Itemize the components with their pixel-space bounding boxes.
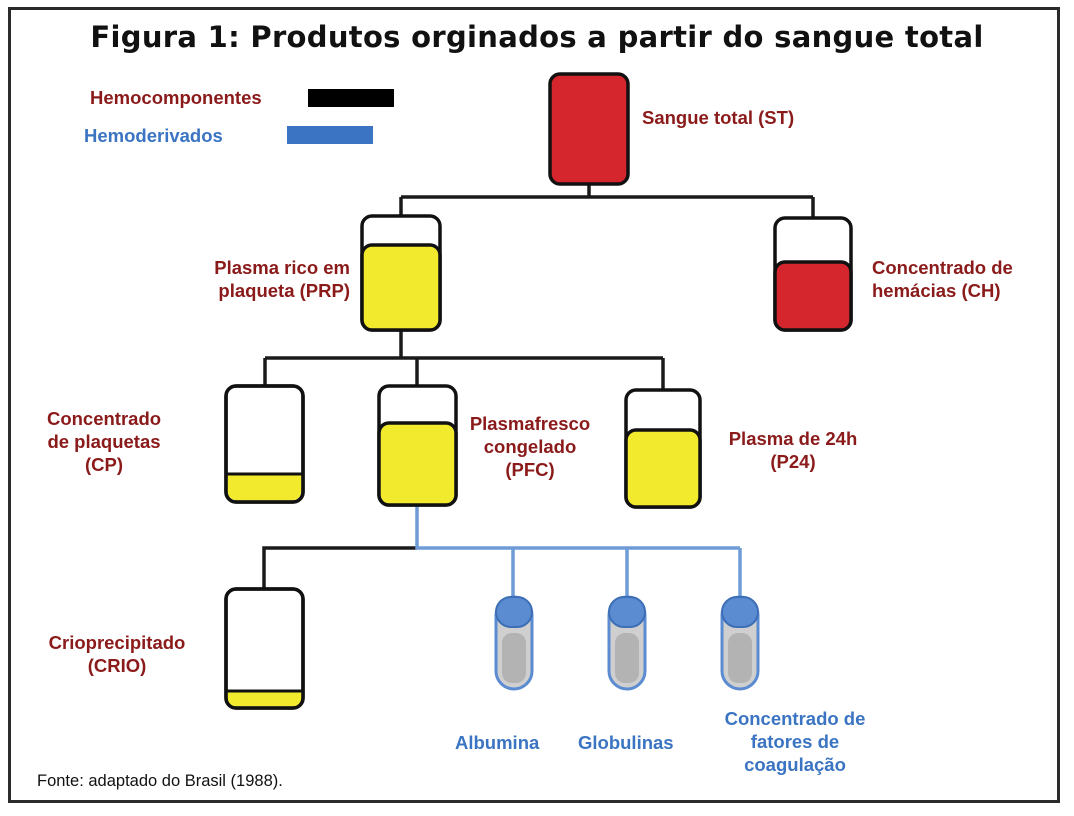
label-concentrado-de-hemacias: Concentrado de hemácias (CH): [872, 257, 1013, 301]
figure-title: Figura 1: Produtos orginados a partir do…: [90, 20, 984, 54]
bag-plasma-de-24h: [624, 388, 702, 509]
bag-plasma-fresco-congelado: [377, 384, 458, 507]
label-concentrado-de-plaquetas: Concentrado de plaquetas (CP): [46, 408, 162, 475]
hemoderivative-connectors: [415, 505, 742, 598]
connector-st: [399, 183, 815, 218]
bag-sangue-total: [548, 72, 630, 186]
legend-hemoderivados-swatch: [287, 126, 373, 144]
label-globulinas: Globulinas: [578, 732, 674, 753]
hemocomponent-connectors: [262, 183, 815, 591]
legend-hemoderivados-label: Hemoderivados: [84, 125, 223, 146]
label-sangue-total: Sangue total (ST): [642, 107, 795, 128]
label-concentrado-de-fatores: Concentrado de fatores de coagulação: [724, 708, 866, 775]
label-albumina: Albumina: [455, 732, 540, 753]
connector-pfc-crio: [262, 546, 417, 591]
legend-hemocomponentes-label: Hemocomponentes: [90, 87, 262, 108]
bag-plasma-rico-em-plaqueta: [360, 214, 442, 332]
bag-concentrado-de-hemacias: [773, 216, 853, 332]
bag-concentrado-de-plaquetas: [224, 384, 305, 504]
legend-hemocomponentes-swatch: [308, 89, 394, 107]
label-plasma-fresco-congelado: Plasmafresco congelado (PFC): [469, 413, 591, 480]
vial-globulinas: [607, 595, 647, 691]
label-plasma-de-24h: Plasma de 24h (P24): [728, 428, 858, 472]
vial-fatores-de-coagulacao: [720, 595, 760, 691]
figure-frame: [8, 7, 1060, 803]
connector-pfc-vials: [415, 505, 742, 598]
bag-crioprecipitado: [224, 587, 305, 710]
label-plasma-rico-em-plaqueta: Plasma rico em plaqueta (PRP): [214, 257, 350, 301]
vial-albumina: [494, 595, 534, 691]
label-crioprecipitado: Crioprecipitado (CRIO): [48, 632, 186, 676]
source-note: Fonte: adaptado do Brasil (1988).: [37, 772, 283, 790]
connector-prp: [263, 330, 665, 392]
